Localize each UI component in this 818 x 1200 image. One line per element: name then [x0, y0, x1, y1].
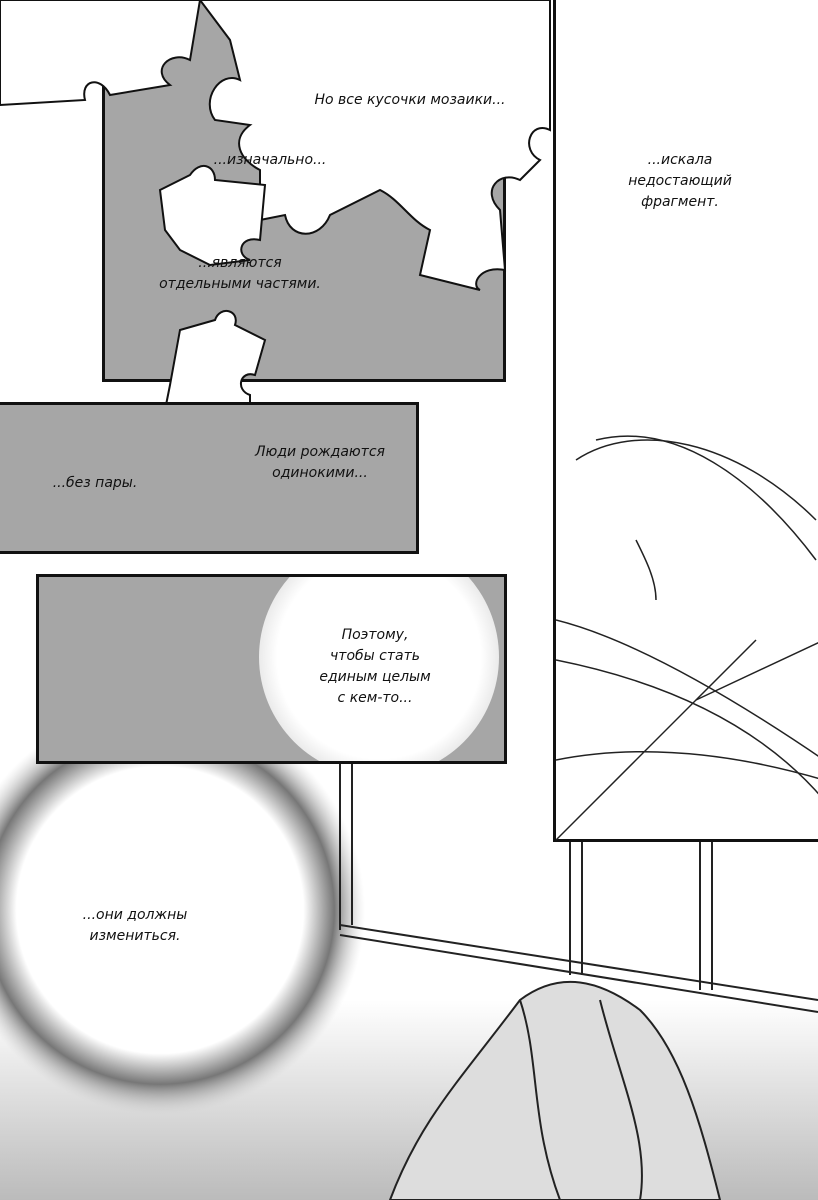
- bubble-originally: ...изначально...: [213, 152, 327, 168]
- cloth-drawing: [388, 980, 722, 1200]
- bubble-therefore: Поэтому, чтобы стать единым целым с кем-…: [319, 627, 431, 706]
- bubble-all-pieces: Но все кусочки мозаики...: [314, 92, 506, 108]
- born-alone-panel: [0, 402, 419, 554]
- halftone-circle: [0, 705, 365, 1115]
- bubble-born-alone: Люди рождаются одинокими...: [255, 444, 385, 481]
- right-panel: [553, 0, 818, 842]
- bubble-searching-fragment: ...искала недостающий фрагмент.: [628, 152, 732, 210]
- bubble-must-change: ...они должны измениться.: [82, 907, 188, 944]
- puzzle-pieces: [0, 0, 551, 420]
- hair-lines-art: [556, 435, 818, 841]
- light-glow: [259, 577, 499, 761]
- window-frame: [339, 762, 818, 1013]
- therefore-panel: [36, 574, 507, 764]
- bubble-separate-parts: ...являются отдельными частями.: [159, 255, 321, 292]
- bubble-without-pair: ...без пары.: [52, 475, 138, 491]
